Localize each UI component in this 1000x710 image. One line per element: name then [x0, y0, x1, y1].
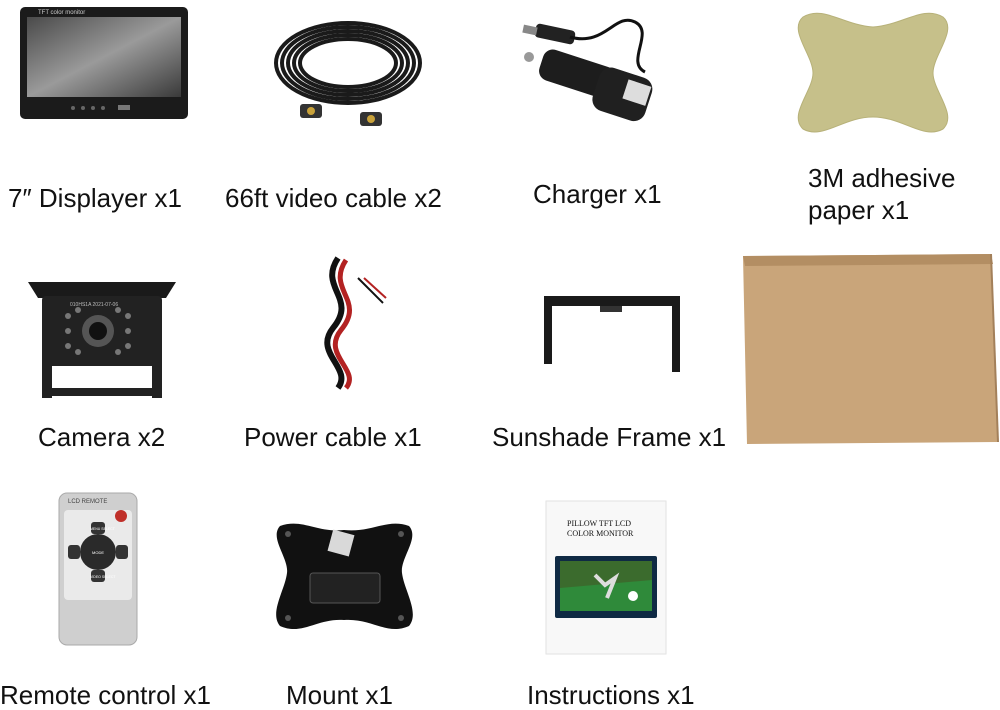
power-cable-icon — [324, 256, 387, 390]
video-cable-item — [268, 8, 428, 138]
sunshade-frame-icon — [544, 296, 680, 372]
coiled-cable-icon — [274, 21, 422, 126]
camera-stamp-text: 010HS1A 2021-07-06 — [70, 302, 118, 308]
mount-bracket-icon — [276, 523, 413, 630]
remote-btn-bottom: VIDEO SELECT — [90, 575, 116, 579]
remote-label: Remote control x1 — [0, 680, 211, 710]
camera-label: Camera x2 — [38, 422, 166, 452]
camera-item: 010HS1A 2021-07-06 — [28, 278, 176, 403]
monitor-icon: TFT color monitor — [20, 7, 188, 119]
power-cable-label: Power cable x1 — [244, 422, 422, 452]
manual-title-1: PILLOW TFT LCD — [567, 519, 631, 528]
camera-icon: 010HS1A 2021-07-06 — [28, 282, 176, 398]
cardboard-box-icon — [743, 253, 999, 444]
remote-btn-mid: MODE — [92, 550, 104, 555]
sunshade-item — [538, 292, 686, 377]
video-cable-label: 66ft video cable x2 — [225, 183, 442, 213]
charger-item — [515, 2, 675, 137]
instructions-label: Instructions x1 — [527, 680, 695, 710]
monitor-brand-text: TFT color monitor — [38, 10, 85, 16]
charger-label: Charger x1 — [533, 179, 662, 209]
remote-icon: LCD REMOTE MENU SELECT MODE VIDEO SELECT — [58, 492, 138, 646]
manual-title-2: COLOR MONITOR — [567, 529, 634, 538]
power-cable-item — [298, 248, 388, 393]
instructions-item: PILLOW TFT LCD COLOR MONITOR — [545, 500, 667, 655]
remote-btn-top: MENU SELECT — [90, 527, 116, 531]
mount-label: Mount x1 — [286, 680, 393, 710]
car-charger-icon — [522, 18, 653, 122]
displayer-label: 7″ Displayer x1 — [8, 183, 182, 213]
adhesive-pad-icon — [797, 12, 949, 133]
adhesive-item — [783, 5, 963, 140]
adhesive-label: 3M adhesive paper x1 — [808, 163, 956, 225]
displayer-item: TFT color monitor — [18, 5, 190, 125]
remote-brand-text: LCD REMOTE — [68, 499, 107, 505]
remote-item: LCD REMOTE MENU SELECT MODE VIDEO SELECT — [58, 492, 138, 647]
manual-icon: PILLOW TFT LCD COLOR MONITOR — [545, 500, 667, 655]
box-item — [741, 252, 1000, 446]
sunshade-label: Sunshade Frame x1 — [492, 422, 727, 452]
mount-item — [272, 518, 417, 636]
